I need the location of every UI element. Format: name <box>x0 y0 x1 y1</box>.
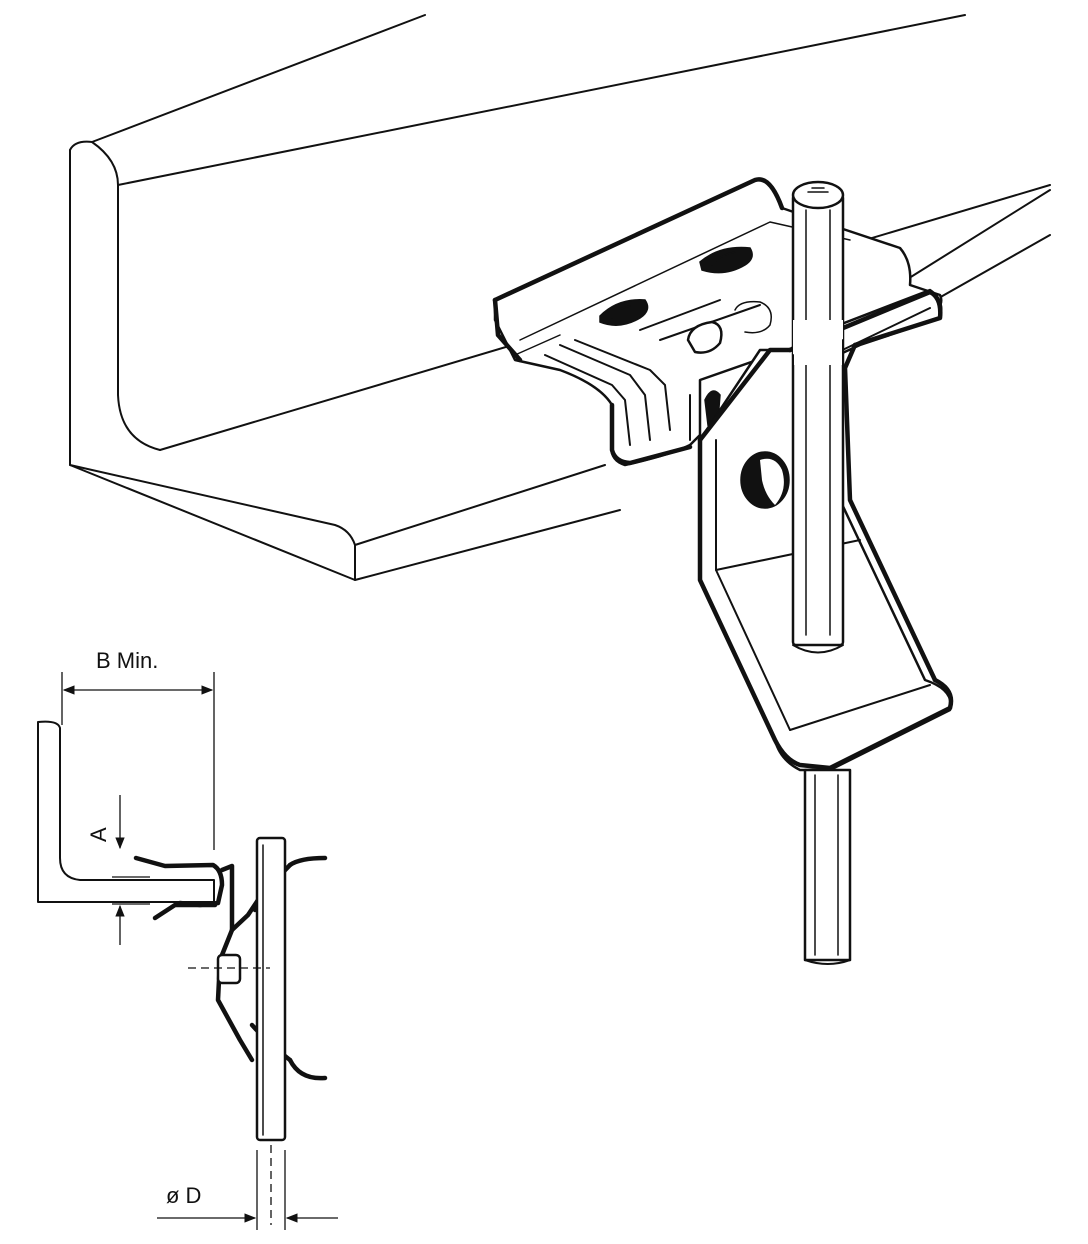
label-d: ø D <box>166 1183 201 1208</box>
clip-section <box>133 855 328 1081</box>
label-b-min: B Min. <box>96 648 158 673</box>
isometric-view <box>69 14 1051 965</box>
angle-profile <box>37 720 215 903</box>
dimension-d: ø D <box>157 1150 338 1230</box>
dimension-a: A <box>86 795 150 945</box>
label-a: A <box>86 827 111 842</box>
section-view: B Min. A ø D <box>37 648 338 1230</box>
threaded-rod <box>791 180 852 965</box>
section-rod <box>188 836 287 1225</box>
dimension-b-min: B Min. <box>61 648 215 850</box>
